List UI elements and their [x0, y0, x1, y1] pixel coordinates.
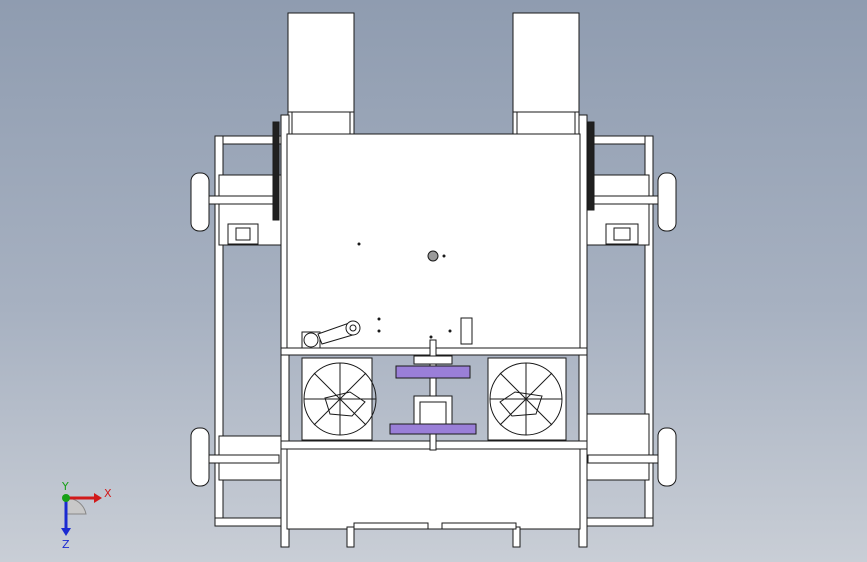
- wheel-front-right: [586, 121, 677, 246]
- wheel-rear-right: [586, 413, 677, 487]
- coordinate-triad: X Y Z: [61, 480, 112, 550]
- main-body: [286, 133, 581, 355]
- wheel-rear-left: [190, 427, 282, 487]
- y-axis-dot: [62, 494, 70, 502]
- right-brush: [487, 357, 567, 441]
- y-axis-label: Y: [61, 480, 69, 493]
- z-axis-arrowhead: [61, 528, 71, 536]
- x-axis-arrowhead: [94, 493, 102, 503]
- left-hopper: [287, 12, 355, 136]
- left-brush: [301, 357, 377, 441]
- z-axis-label: Z: [62, 538, 70, 550]
- center-shaft: [389, 339, 477, 451]
- x-axis-label: X: [104, 487, 112, 500]
- drive-motor: [301, 320, 361, 349]
- right-hopper: [512, 12, 580, 136]
- wheel-front-left: [190, 121, 282, 246]
